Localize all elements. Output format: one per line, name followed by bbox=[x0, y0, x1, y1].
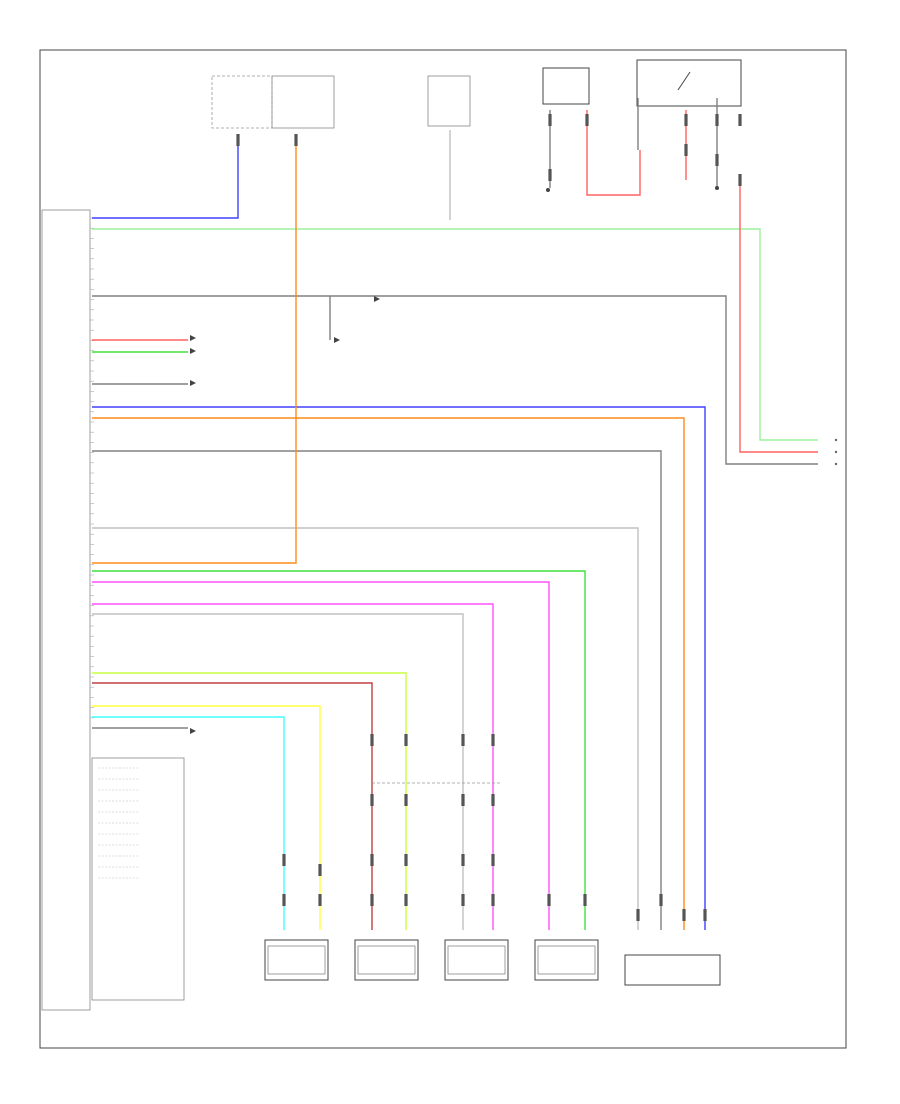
connector-tick-22 bbox=[583, 894, 587, 906]
sensor-box-1-inner bbox=[267, 945, 326, 975]
top-connector-1 bbox=[211, 75, 273, 129]
connector-tick-18 bbox=[491, 794, 495, 806]
wire-set bbox=[92, 98, 818, 930]
top-relay-box bbox=[542, 67, 590, 105]
wire-12 bbox=[92, 140, 297, 564]
connector-tick-11 bbox=[404, 854, 408, 866]
connector-tick-4 bbox=[318, 894, 322, 906]
connector-tick-13 bbox=[461, 734, 465, 746]
connector-tick-27 bbox=[236, 134, 240, 146]
switch-contact bbox=[677, 71, 691, 91]
terminal-3 bbox=[834, 462, 838, 466]
arrow-6 bbox=[374, 296, 380, 302]
connector-tick-14 bbox=[461, 794, 465, 806]
connector-tick-34 bbox=[715, 114, 719, 126]
connector-tick-24 bbox=[659, 894, 663, 906]
sensor-box-3-inner bbox=[447, 945, 506, 975]
top-switch-box bbox=[636, 59, 742, 107]
arrow-4 bbox=[190, 728, 196, 734]
connector-tick-32 bbox=[684, 114, 688, 126]
top-connector-3 bbox=[427, 75, 471, 127]
wire-1 bbox=[92, 140, 239, 219]
connector-ticks bbox=[236, 114, 742, 921]
connector-tick-21 bbox=[547, 894, 551, 906]
connector-tick-2 bbox=[282, 894, 286, 906]
connector-tick-16 bbox=[461, 894, 465, 906]
connector-tick-23 bbox=[636, 909, 640, 921]
sensor-box-3 bbox=[444, 939, 509, 981]
wire-3 bbox=[92, 295, 818, 465]
connector-tick-1 bbox=[282, 854, 286, 866]
connector-tick-25 bbox=[682, 909, 686, 921]
connector-tick-10 bbox=[404, 794, 408, 806]
arrow-1 bbox=[190, 335, 196, 341]
diagram-border bbox=[39, 49, 847, 1049]
connector-tick-8 bbox=[370, 894, 374, 906]
terminal-2 bbox=[834, 450, 838, 454]
arrow-3 bbox=[190, 380, 196, 386]
terminal-1 bbox=[834, 438, 838, 442]
connector-tick-30 bbox=[548, 169, 552, 181]
wire-22 bbox=[739, 180, 818, 453]
wire-9 bbox=[92, 417, 685, 930]
control-module-pins bbox=[90, 217, 94, 719]
connector-tick-15 bbox=[461, 854, 465, 866]
ground-2 bbox=[715, 186, 719, 190]
connector-tick-3 bbox=[318, 864, 322, 876]
sensor-box-4 bbox=[534, 939, 599, 981]
wire-20 bbox=[92, 716, 285, 930]
sensor-boxes bbox=[264, 939, 721, 986]
connector-tick-35 bbox=[715, 154, 719, 166]
connector-tick-29 bbox=[548, 114, 552, 126]
connector-tick-19 bbox=[491, 854, 495, 866]
sensor-box-5 bbox=[624, 954, 721, 986]
control-module-box bbox=[41, 209, 91, 1011]
arrow-5 bbox=[334, 337, 340, 343]
right-terminals bbox=[834, 438, 838, 466]
connector-tick-26 bbox=[703, 909, 707, 921]
connector-tick-20 bbox=[491, 894, 495, 906]
connector-tick-9 bbox=[404, 734, 408, 746]
connector-tick-12 bbox=[404, 894, 408, 906]
wire-23 bbox=[586, 110, 641, 196]
top-connector-2 bbox=[271, 75, 335, 129]
connector-tick-7 bbox=[370, 854, 374, 866]
arrow-2 bbox=[190, 348, 196, 354]
wire-14 bbox=[92, 581, 550, 930]
wire-10 bbox=[92, 450, 662, 930]
connector-tick-6 bbox=[370, 794, 374, 806]
sensor-box-1 bbox=[264, 939, 329, 981]
connector-tick-31 bbox=[585, 114, 589, 126]
ground-symbols bbox=[546, 186, 719, 192]
ground-1 bbox=[546, 188, 550, 192]
wire-11 bbox=[92, 527, 639, 930]
connector-tick-5 bbox=[370, 734, 374, 746]
sub-module-box bbox=[91, 757, 185, 1001]
wire-17 bbox=[92, 672, 407, 930]
wire-19 bbox=[92, 705, 321, 930]
wire-15 bbox=[92, 603, 494, 930]
sub-module-rows bbox=[98, 767, 140, 879]
wire-13 bbox=[92, 570, 586, 930]
sensor-box-2-inner bbox=[357, 945, 416, 975]
wire-2 bbox=[92, 228, 818, 441]
output-arrows bbox=[190, 296, 380, 734]
wire-18 bbox=[92, 682, 373, 930]
wire-16 bbox=[92, 613, 464, 930]
connector-tick-28 bbox=[294, 134, 298, 146]
connector-tick-36 bbox=[738, 114, 742, 126]
connector-tick-33 bbox=[684, 144, 688, 156]
sensor-box-4-inner bbox=[537, 945, 596, 975]
sensor-box-2 bbox=[354, 939, 419, 981]
connector-tick-37 bbox=[738, 174, 742, 186]
connector-tick-17 bbox=[491, 734, 495, 746]
